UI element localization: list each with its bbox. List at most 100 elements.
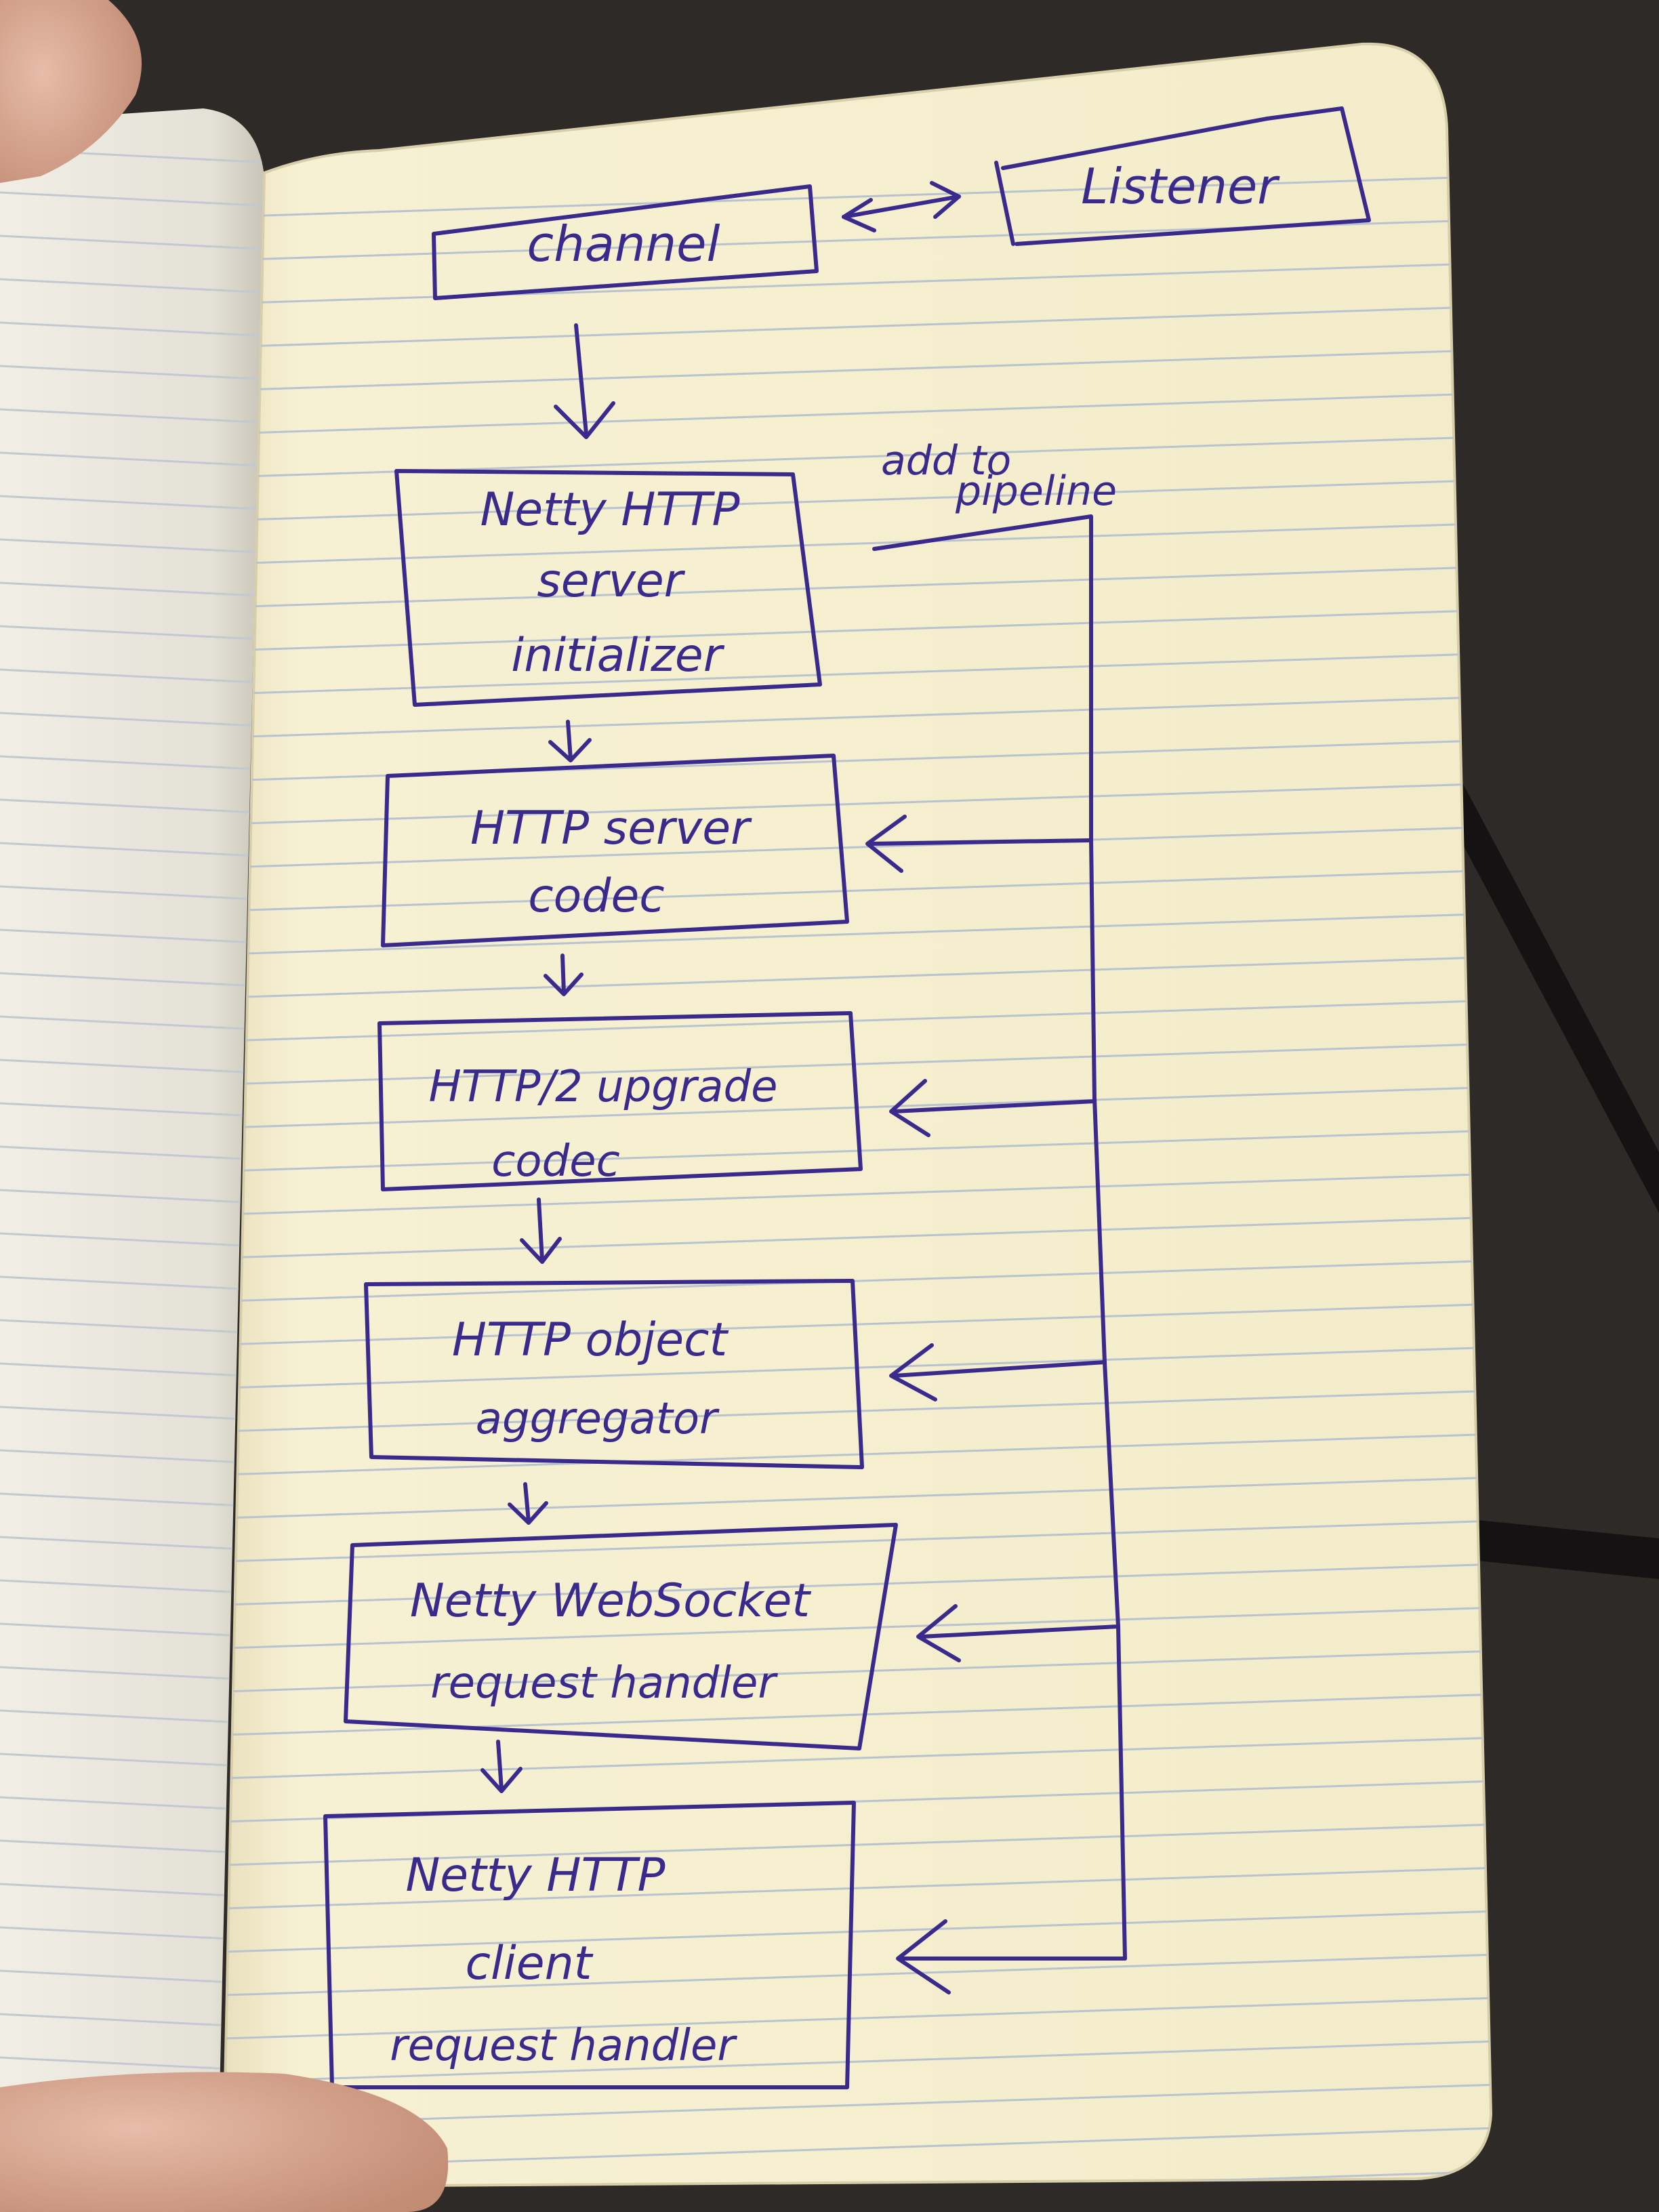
ruled-line — [224, 912, 1491, 956]
ruled-line — [224, 1216, 1491, 1259]
ruled-line — [0, 668, 264, 684]
ruled-line — [0, 1579, 264, 1595]
arrow-to-client-handler — [896, 1919, 1127, 1994]
arrow-websocket-to-client — [480, 1740, 523, 1793]
ruled-line — [224, 825, 1491, 869]
ruled-line — [224, 1650, 1491, 1693]
ruled-line — [0, 1492, 264, 1509]
client-handler-box: Netty HTTP client request handler — [323, 1801, 856, 2089]
ruled-line — [224, 2170, 1491, 2186]
ruled-line — [224, 1910, 1491, 1953]
arrow-server-codec-to-upgrade — [544, 954, 583, 996]
initializer-line-1: Netty HTTP — [480, 483, 739, 537]
thumb-bottom — [0, 2072, 449, 2212]
channel-label: channel — [527, 216, 720, 272]
ruled-line — [0, 1362, 264, 1378]
ruled-line — [224, 305, 1491, 348]
ruled-line — [224, 1259, 1491, 1303]
ruled-line — [224, 1303, 1491, 1346]
ruled-line — [0, 1709, 264, 1725]
ruled-line — [0, 581, 264, 598]
thumb-top-left — [0, 0, 142, 183]
ruled-line — [224, 1476, 1491, 1519]
ruled-line — [0, 1189, 264, 1205]
ruled-line — [0, 625, 264, 641]
elastic-band — [1457, 773, 1659, 1213]
server-codec-line-2: codec — [528, 869, 664, 923]
ruled-line — [0, 1536, 264, 1552]
websocket-handler-box: Netty WebSocket request handler — [344, 1523, 898, 1750]
left-page — [0, 108, 264, 2212]
client-line-1: Netty HTTP — [405, 1849, 665, 1902]
arrow-initializer-to-server-codec — [548, 720, 592, 762]
ruled-line — [0, 1622, 264, 1639]
ruled-line — [224, 565, 1491, 609]
upgrade-codec-line-1: HTTP/2 upgrade — [429, 1062, 778, 1112]
ruled-line — [0, 278, 264, 294]
ruled-line — [0, 1102, 264, 1118]
ruled-line — [0, 1406, 264, 1422]
ruled-line — [224, 609, 1491, 652]
channel-box: channel — [432, 184, 819, 300]
ruled-line — [224, 1606, 1491, 1650]
ruled-line — [0, 538, 264, 554]
ruled-line — [224, 782, 1491, 825]
arrow-to-server-codec — [865, 815, 1093, 873]
ruled-line — [0, 798, 264, 815]
ruled-line — [0, 1015, 264, 1031]
ruled-line — [224, 999, 1491, 1042]
ruled-line — [0, 885, 264, 901]
ruled-line — [224, 1346, 1491, 1389]
ruled-line — [0, 1666, 264, 1682]
websocket-line-2: request handler — [430, 1658, 778, 1708]
ruled-line — [224, 175, 1491, 218]
ruled-line — [224, 522, 1491, 565]
server-codec-box: HTTP server codec — [381, 754, 849, 947]
ruled-line — [0, 191, 264, 207]
ruled-line — [224, 1172, 1491, 1216]
ruled-line — [224, 1736, 1491, 1780]
ruled-line — [224, 1866, 1491, 1910]
annotation-line-2: pipeline — [955, 468, 1117, 515]
ruled-line — [0, 1145, 264, 1162]
initializer-line-2: server — [537, 554, 685, 608]
listener-box: Listener — [994, 106, 1371, 246]
ruled-line — [0, 408, 264, 424]
ruled-line — [224, 1563, 1491, 1606]
ruled-line — [224, 1953, 1491, 1996]
initializer-box: Netty HTTP server initializer — [394, 469, 822, 707]
ruled-line — [224, 1086, 1491, 1129]
arrow-aggregator-to-websocket — [508, 1482, 548, 1525]
ruled-line — [0, 451, 264, 468]
aggregator-box: HTTP object aggregator — [364, 1279, 864, 1469]
ruled-line — [224, 2040, 1491, 2083]
ruled-line — [0, 495, 264, 511]
ruled-line — [0, 972, 264, 988]
handwritten-diagram: channel Listener Netty HTTP server initi… — [323, 106, 1371, 2089]
arrow-to-aggregator — [889, 1343, 1107, 1401]
ruled-line — [224, 2083, 1491, 2127]
aggregator-line-1: HTTP object — [452, 1313, 729, 1367]
arrow-upgrade-to-aggregator — [520, 1197, 562, 1264]
ruled-line — [0, 842, 264, 858]
bidirectional-arrow — [842, 181, 961, 232]
ruled-line — [224, 956, 1491, 999]
ruled-line — [0, 712, 264, 728]
ruled-line — [0, 1796, 264, 1812]
ruled-line — [0, 928, 264, 945]
channel-to-initializer-arrow — [554, 323, 615, 439]
ruled-line — [0, 234, 264, 251]
ruled-line — [0, 1753, 264, 1769]
elastic-band-lower — [1457, 1518, 1659, 1579]
listener-label: Listener — [1081, 158, 1280, 215]
websocket-line-1: Netty WebSocket — [410, 1574, 811, 1628]
ruled-line — [0, 1059, 264, 1075]
ruled-line — [0, 1275, 264, 1292]
ruled-line — [224, 869, 1491, 912]
initializer-line-3: initializer — [511, 629, 724, 682]
ruled-line — [0, 321, 264, 337]
ruled-line — [0, 755, 264, 771]
annotation-line-1: add to — [881, 437, 1011, 485]
ruled-line — [224, 652, 1491, 695]
